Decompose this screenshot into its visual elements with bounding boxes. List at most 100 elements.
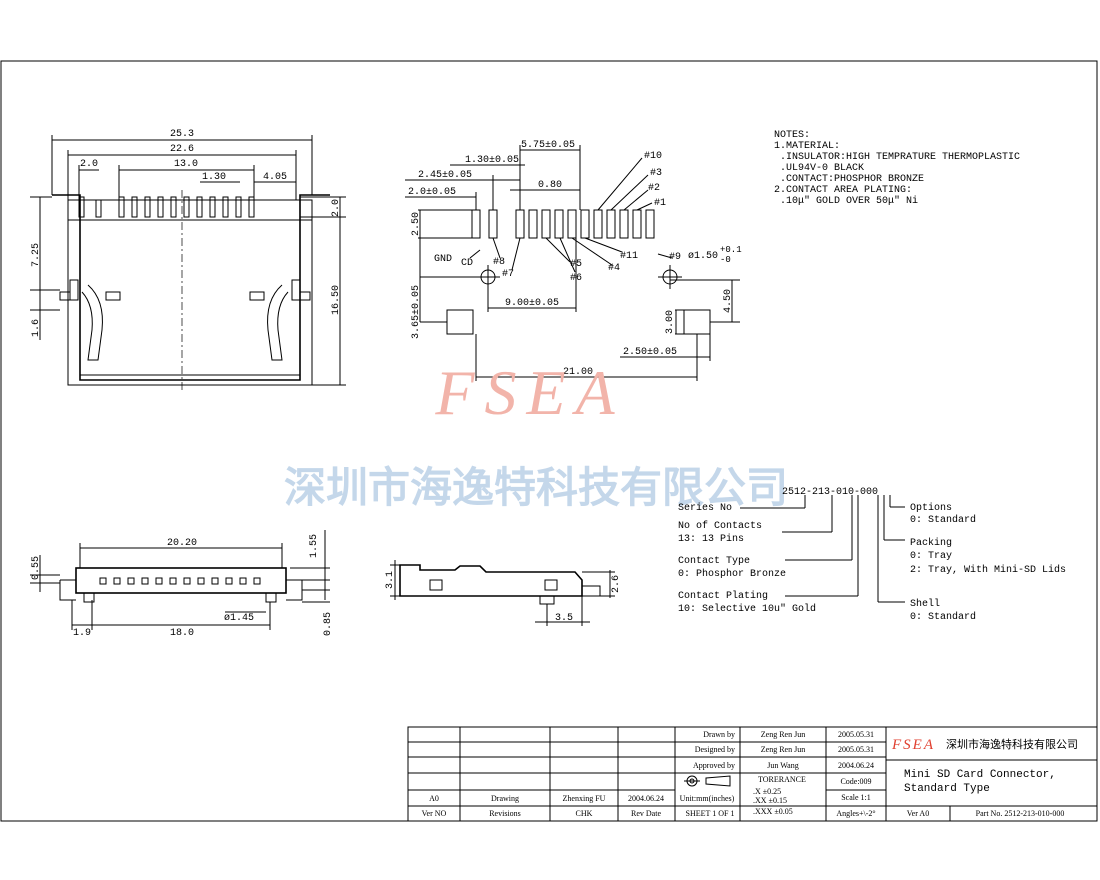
approved-by: Jun Wang	[767, 761, 798, 770]
pin-label-4: #4	[608, 263, 620, 274]
title-block-company: 深圳市海逸特科技有限公司	[946, 737, 1078, 751]
dim-left-height: 7.25	[31, 243, 42, 267]
dim-21: 21.00	[563, 367, 593, 378]
pin-label-10: #10	[644, 151, 662, 162]
ground-pad-left	[446, 309, 474, 335]
front-view: 20.20 1.55 0.55 1.9 18.0 ø1.45 0.85	[30, 530, 334, 639]
part-code: 2512-213-010-000 Series No No of Contact…	[678, 487, 1066, 623]
packing-value-2: 2: Tray, With Mini-SD Lids	[910, 564, 1066, 576]
pin-label-5: #5	[570, 259, 582, 270]
sheet-border	[0, 60, 1098, 822]
plating-title: Contact Plating	[678, 590, 768, 602]
dim-365: 3.65±0.05	[411, 285, 422, 339]
hdr-rev-date: Rev Date	[631, 809, 661, 818]
rev-ver: A0	[429, 794, 439, 803]
hdr-ver: Ver NO	[422, 809, 447, 818]
ground-pad-right	[683, 309, 711, 335]
top-view-body	[52, 194, 330, 381]
front-dim-height: 1.55	[309, 534, 320, 558]
dim-total-height: 16.50	[331, 285, 342, 315]
top-view: 25.3 22.6 13.0 2.0 1.30 4.05 2.0 16.50 7…	[30, 129, 346, 390]
version-label: Ver A0	[907, 809, 929, 818]
sheet-label: SHEET 1 OF 1	[686, 809, 735, 818]
contacts-title: No of Contacts	[678, 520, 762, 532]
front-dim-bottom-h: 0.85	[323, 612, 334, 636]
drawn-by: Zeng Ren Jun	[761, 730, 805, 739]
tolerance-1: .X ±0.25	[753, 787, 781, 796]
notes-title: NOTES:	[774, 130, 810, 141]
designed-by-label: Designed by	[695, 745, 735, 754]
packing-title: Packing	[910, 537, 952, 549]
dim-top-height: 2.0	[331, 199, 342, 217]
rev-revision: Drawing	[491, 794, 519, 803]
pin-label-3: #3	[650, 168, 662, 179]
options-title: Options	[910, 502, 952, 514]
pin-label-1: #1	[654, 198, 666, 209]
hdr-chk: CHK	[576, 809, 593, 818]
packing-value-1: 0: Tray	[910, 551, 952, 562]
contact-type-value: 0: Phosphor Bronze	[678, 568, 786, 580]
tolerance-2: .XX ±0.15	[753, 796, 787, 805]
front-dim-width: 20.20	[167, 538, 197, 549]
notes-line-3: .UL94V-0 BLACK	[774, 163, 864, 174]
drawn-by-label: Drawn by	[703, 730, 735, 739]
side-dim-height: 3.1	[385, 571, 396, 589]
watermark-logo: FSEA	[434, 357, 624, 428]
hole-diameter: ø1.50	[688, 251, 718, 262]
dim-left-offset: 2.0	[80, 159, 98, 170]
shell-value: 0: Standard	[910, 611, 976, 623]
dim-inner-width: 22.6	[170, 144, 194, 155]
series-label: Series No	[678, 502, 732, 514]
cd-label: CD	[461, 258, 473, 269]
dim-overall-width: 25.3	[170, 129, 194, 140]
approved-by-label: Approved by	[693, 761, 735, 770]
notes-line-6: .10μ" GOLD OVER 50μ" Ni	[774, 195, 918, 207]
pin-label-leaders	[469, 157, 673, 273]
dim-right-offset: 4.05	[263, 172, 287, 183]
drawn-date: 2005.05.31	[838, 730, 874, 739]
angles-label: Angles+\-2°	[836, 809, 875, 818]
side-dim-right-h: 2.6	[611, 575, 622, 593]
dim-pitch: 1.30	[202, 172, 226, 183]
pcb-layout: 5.75±0.05 1.30±0.05 2.45±0.05 2.0±0.05 0…	[405, 140, 742, 381]
dim-245: 2.45±0.05	[418, 170, 472, 181]
notes-line-4: .CONTACT:PHOSPHOR BRONZE	[774, 174, 924, 185]
pin-label-6: #6	[570, 273, 582, 284]
designed-by: Zeng Ren Jun	[761, 745, 805, 754]
dim-300: 3.00	[665, 310, 676, 334]
code-label: Code:009	[840, 777, 871, 786]
dim-450: 4.50	[723, 289, 734, 313]
part-code-string: 2512-213-010-000	[782, 487, 878, 498]
approved-date: 2004.06.24	[838, 761, 874, 770]
hole-tol-plus: +0.1	[720, 245, 742, 255]
dim-130: 1.30±0.05	[465, 155, 519, 166]
front-dim-left-h: 0.55	[31, 556, 42, 580]
front-dim-hole: ø1.45	[224, 613, 254, 624]
dim-small-height: 1.6	[31, 319, 42, 337]
dim-575: 5.75±0.05	[521, 140, 575, 151]
dim-250: 2.50	[411, 212, 422, 236]
contacts-value: 13: 13 Pins	[678, 533, 744, 545]
shell-title: Shell	[910, 598, 940, 610]
pin-label-9: #9	[669, 252, 681, 263]
front-dim-span: 18.0	[170, 628, 194, 639]
gnd-label: GND	[434, 254, 452, 265]
options-value: 0: Standard	[910, 514, 976, 526]
dim-080: 0.80	[538, 180, 562, 191]
pin-label-8: #8	[493, 257, 505, 268]
hole-tol-minus: -0	[720, 255, 731, 265]
units-label: Unit:mm(inches)	[680, 794, 735, 803]
title-block-logo: FSEA	[891, 737, 935, 753]
pcb-pads	[471, 209, 655, 239]
pin-label-2: #2	[648, 183, 660, 194]
notes-line-5: 2.CONTACT AREA PLATING:	[774, 185, 912, 196]
designed-date: 2005.05.31	[838, 745, 874, 754]
tolerance-3: .XXX ±0.05	[753, 807, 793, 816]
hdr-revisions: Revisions	[489, 809, 521, 818]
dim-250b: 2.50±0.05	[623, 347, 677, 358]
contact-type-title: Contact Type	[678, 556, 750, 567]
plating-value: 10: Selective 10u" Gold	[678, 603, 816, 615]
front-view-contacts	[99, 577, 261, 585]
top-view-contacts	[78, 196, 255, 218]
scale-label: Scale 1:1	[841, 793, 871, 802]
